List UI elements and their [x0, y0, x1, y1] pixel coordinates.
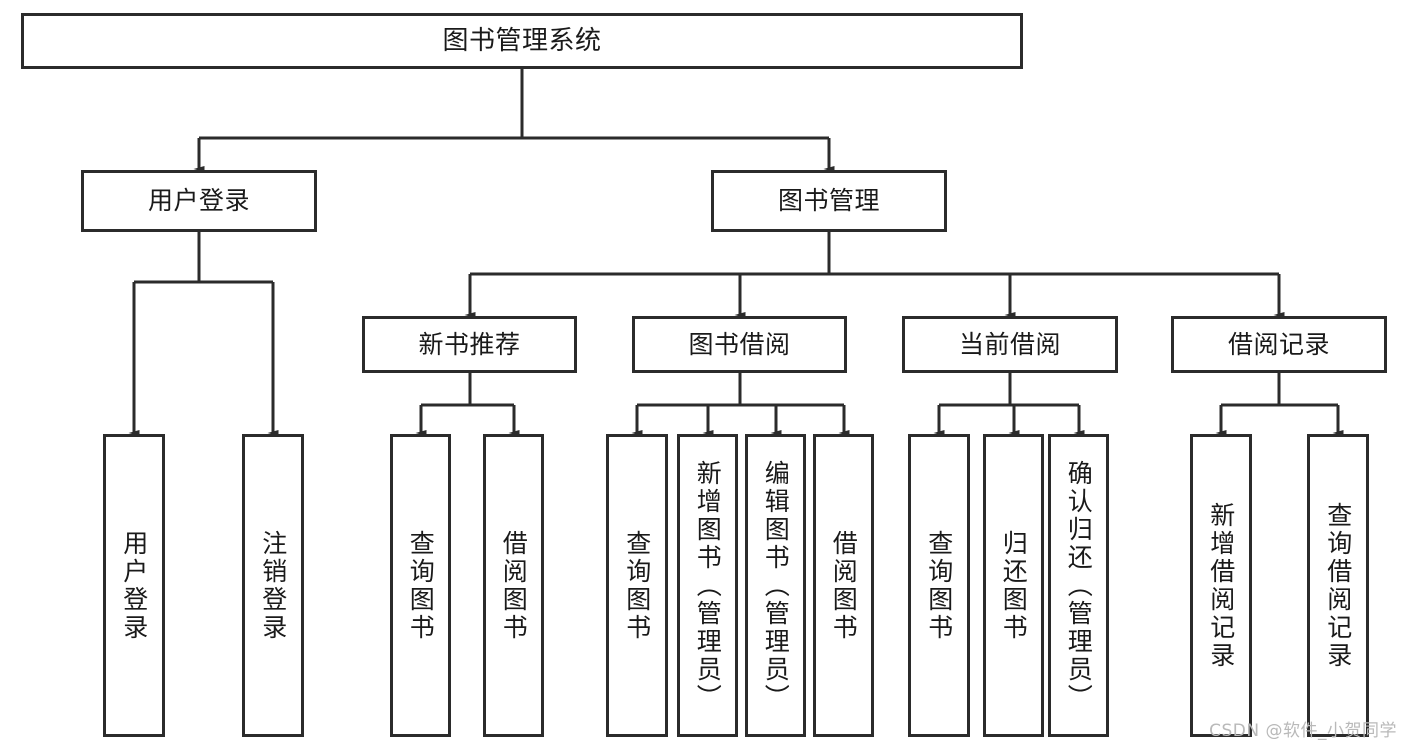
node-leaf-edit-book[interactable]: 编辑图书（管理员） — [745, 434, 806, 737]
node-book-manage[interactable]: 图书管理 — [711, 170, 947, 232]
node-label-leaf-query-book-1: 查询图书 — [406, 529, 436, 642]
node-leaf-add-book[interactable]: 新增图书（管理员） — [677, 434, 738, 737]
node-label-leaf-add-record: 新增借阅记录 — [1206, 501, 1236, 670]
node-label-leaf-add-book: 新增图书（管理员） — [693, 459, 723, 712]
node-label-leaf-confirm-return: 确认归还（管理员） — [1064, 459, 1094, 712]
node-label-book-manage: 图书管理 — [777, 186, 880, 216]
node-leaf-user-logout[interactable]: 注销登录 — [242, 434, 304, 737]
node-borrow-record[interactable]: 借阅记录 — [1171, 316, 1387, 373]
watermark-label: CSDN @软件_小贺同学 — [1209, 721, 1397, 741]
node-label-leaf-query-book-3: 查询图书 — [924, 529, 954, 642]
node-leaf-user-login[interactable]: 用户登录 — [103, 434, 165, 737]
node-label-leaf-query-record: 查询借阅记录 — [1323, 501, 1353, 670]
node-label-book-borrow: 图书借阅 — [688, 329, 791, 359]
node-new-book-rec[interactable]: 新书推荐 — [362, 316, 577, 373]
node-leaf-query-book-2[interactable]: 查询图书 — [606, 434, 668, 737]
node-label-leaf-borrow-book-1: 借阅图书 — [499, 529, 529, 642]
node-label-borrow-record: 借阅记录 — [1227, 329, 1330, 359]
node-label-leaf-return-book: 归还图书 — [999, 529, 1029, 642]
node-label-leaf-user-login: 用户登录 — [119, 529, 149, 642]
node-label-new-book-rec: 新书推荐 — [418, 329, 521, 359]
node-label-root: 图书管理系统 — [442, 25, 602, 56]
node-leaf-query-book-1[interactable]: 查询图书 — [390, 434, 451, 737]
node-book-borrow[interactable]: 图书借阅 — [632, 316, 847, 373]
node-leaf-confirm-return[interactable]: 确认归还（管理员） — [1048, 434, 1109, 737]
node-current-borrow[interactable]: 当前借阅 — [902, 316, 1118, 373]
node-label-current-borrow: 当前借阅 — [958, 329, 1061, 359]
node-leaf-query-book-3[interactable]: 查询图书 — [908, 434, 970, 737]
node-label-leaf-query-book-2: 查询图书 — [622, 529, 652, 642]
node-leaf-return-book[interactable]: 归还图书 — [983, 434, 1044, 737]
node-root[interactable]: 图书管理系统 — [21, 13, 1023, 69]
node-user-login[interactable]: 用户登录 — [81, 170, 317, 232]
node-label-leaf-borrow-book-2: 借阅图书 — [829, 529, 859, 642]
node-leaf-borrow-book-1[interactable]: 借阅图书 — [483, 434, 544, 737]
node-leaf-add-record[interactable]: 新增借阅记录 — [1190, 434, 1252, 737]
node-label-leaf-edit-book: 编辑图书（管理员） — [761, 459, 791, 712]
edge-group — [128, 69, 1344, 436]
node-leaf-borrow-book-2[interactable]: 借阅图书 — [813, 434, 874, 737]
node-leaf-query-record[interactable]: 查询借阅记录 — [1307, 434, 1369, 737]
node-label-user-login: 用户登录 — [147, 186, 250, 216]
node-label-leaf-user-logout: 注销登录 — [258, 529, 288, 642]
